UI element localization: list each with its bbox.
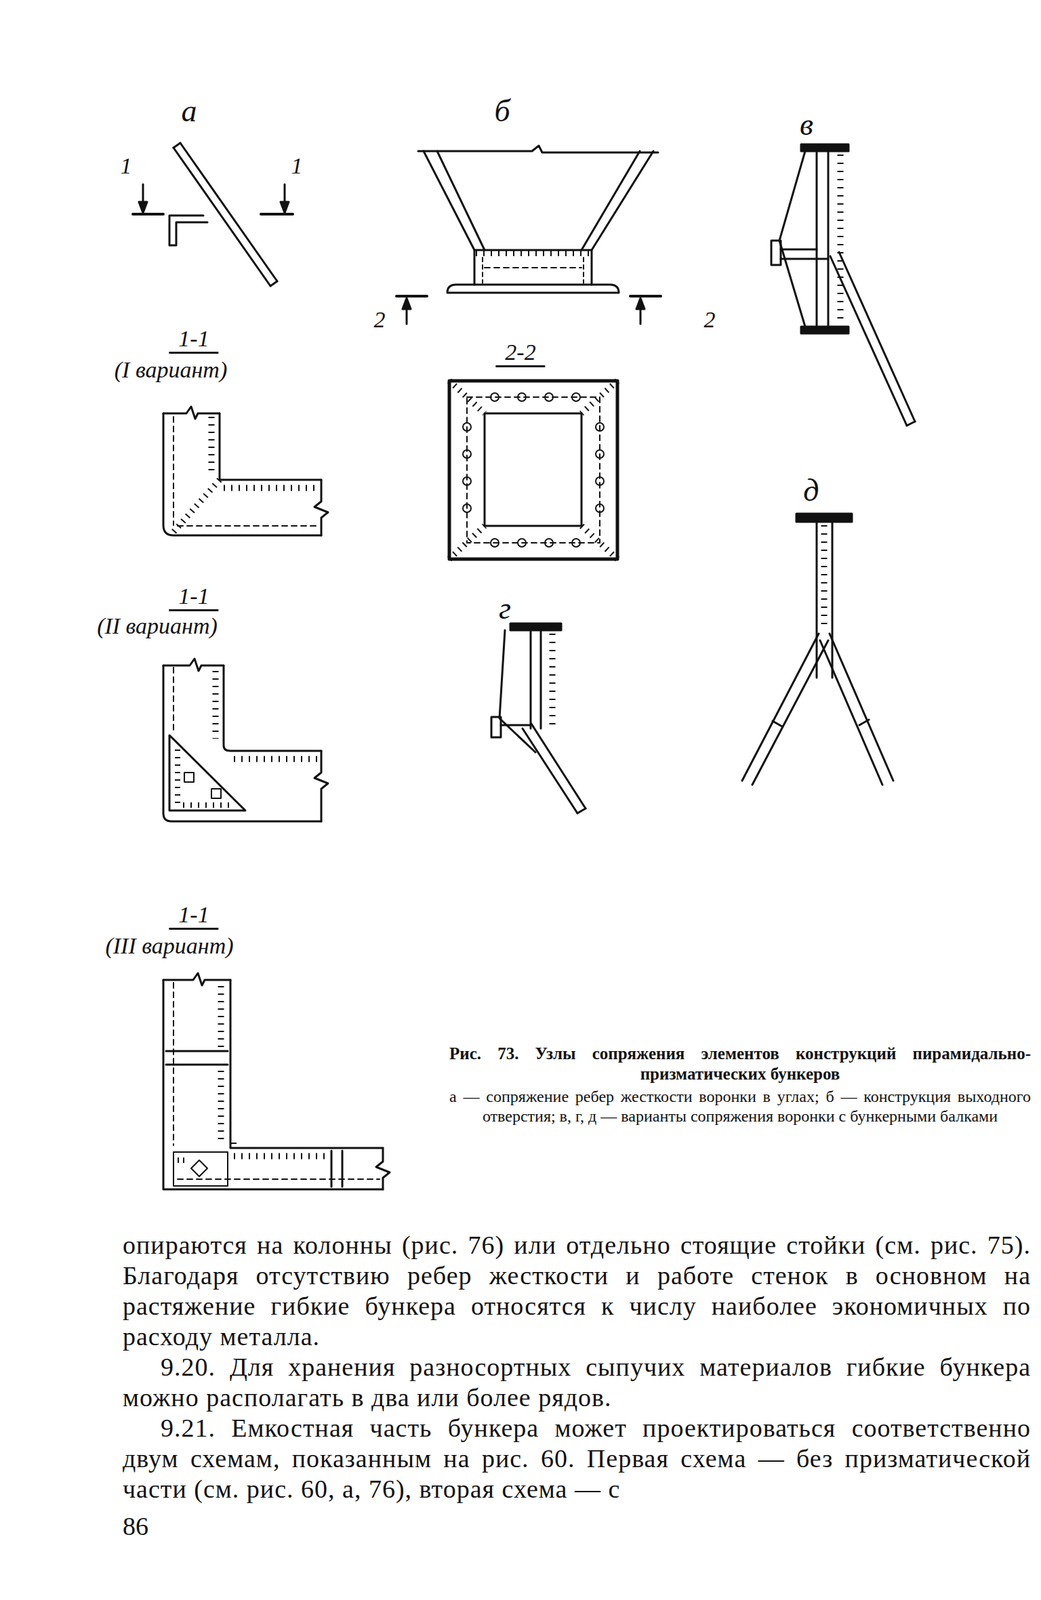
figure-letter: а xyxy=(181,93,198,130)
figure-letter: г xyxy=(498,590,512,627)
section-title: 1-1 xyxy=(168,325,219,354)
variant-label: (III вариант) xyxy=(105,932,234,959)
figure-letter: б xyxy=(494,93,510,130)
outlet-section xyxy=(449,380,618,560)
figure-caption: Рис. 73. Узлы сопряжения элементов конст… xyxy=(449,1043,1031,1085)
section-title: 1-1 xyxy=(168,582,219,612)
section-title: 2-2 xyxy=(495,338,545,368)
variant-label: (I вариант) xyxy=(114,356,228,383)
body-paragraph: опираются на колонны (рис. 76) или отдел… xyxy=(122,1230,1031,1353)
figure-letter: в xyxy=(799,107,814,144)
section-mark: 1 xyxy=(291,152,303,179)
section-title: 1-1 xyxy=(168,901,219,930)
stiffener-joint xyxy=(132,143,293,287)
page-number: 86 xyxy=(122,1511,149,1542)
section-variant-1 xyxy=(163,406,329,536)
body-paragraph: 9.21. Емкостная часть бункера может прое… xyxy=(122,1413,1031,1505)
body-paragraph: 9.20. Для хранения разносортных сыпучих … xyxy=(122,1352,1031,1414)
beam-joint-g xyxy=(491,623,586,814)
section-mark: 2 xyxy=(704,306,716,333)
section-variant-2 xyxy=(163,658,329,822)
hopper-outlet xyxy=(396,145,661,324)
section-mark: 1 xyxy=(120,152,133,179)
section-mark: 2 xyxy=(374,306,386,333)
beam-joint-d xyxy=(742,513,894,785)
section-variant-3 xyxy=(163,973,390,1190)
figure-letter: д xyxy=(803,473,819,509)
figure-legend: а — сопряжение ребер жесткости воронки в… xyxy=(449,1087,1031,1127)
beam-joint-v xyxy=(771,144,915,426)
variant-label: (II вариант) xyxy=(96,612,218,640)
